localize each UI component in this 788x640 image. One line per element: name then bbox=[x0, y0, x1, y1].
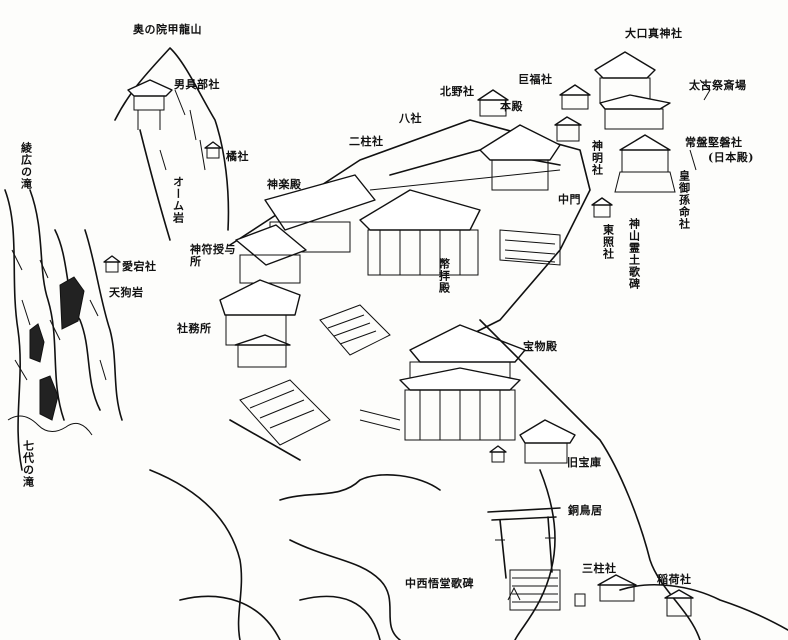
label-shinmei-shrine: 神明社 bbox=[590, 140, 604, 176]
label-shamusho: 社務所 bbox=[177, 322, 212, 335]
label-mihashira-shrine: 三柱社 bbox=[582, 562, 617, 575]
small-shrines-south bbox=[507, 574, 694, 617]
okunoin-mountain bbox=[114, 47, 230, 241]
label-haiden: 幣拝殿 bbox=[437, 258, 451, 294]
label-shinpu-office: 神符授与所 bbox=[190, 243, 236, 268]
atago-shrine bbox=[103, 255, 121, 273]
label-kagura-den: 神楽殿 bbox=[267, 178, 302, 191]
label-nihonden: (日本殿) bbox=[708, 151, 754, 164]
label-tachibana-shrine: 橘社 bbox=[226, 150, 249, 163]
label-tengu-rock: 天狗岩 bbox=[109, 286, 144, 299]
left-cliffs bbox=[4, 189, 123, 471]
label-inari-shrine: 稲荷社 bbox=[657, 573, 692, 586]
old-storehouse bbox=[489, 419, 576, 464]
label-atago-shrine: 愛宕社 bbox=[122, 260, 157, 273]
label-old-storehouse: 旧宝庫 bbox=[567, 456, 602, 469]
label-hachi-shrine: 八社 bbox=[399, 112, 422, 125]
label-honden: 本殿 bbox=[500, 100, 523, 113]
label-futomani-site: 太古祭斎場 bbox=[689, 79, 747, 92]
main-precinct bbox=[219, 119, 591, 461]
label-ookuchimakami-shrine: 大口真神社 bbox=[625, 27, 683, 40]
label-kitano-shrine: 北野社 bbox=[440, 85, 475, 98]
label-sumemima-shrine: 皇御孫命社 bbox=[677, 170, 691, 230]
approach-paths bbox=[149, 319, 788, 640]
label-oomu-rock: オーム岩 bbox=[171, 176, 185, 224]
label-kyofuku-shrine: 巨福社 bbox=[518, 73, 553, 86]
treasure-hall bbox=[359, 324, 526, 441]
label-tosho-shrine: 東照社 bbox=[601, 224, 615, 260]
label-treasure-hall: 宝物殿 bbox=[523, 340, 558, 353]
ne-shrines bbox=[477, 51, 711, 218]
label-kamiyama-poem-stone: 神山霊土歌碑 bbox=[627, 218, 641, 290]
label-ayahiro-falls: 綾広の滝 bbox=[19, 142, 33, 190]
label-chumon: 中門 bbox=[558, 193, 581, 206]
label-tokiwa-shrine: 常盤堅磐社 bbox=[685, 136, 743, 149]
label-nanayo-falls: 七代の滝 bbox=[21, 440, 35, 488]
label-futahashira-shrine: 二柱社 bbox=[349, 135, 384, 148]
label-otogubeya-shrine: 男具部社 bbox=[174, 78, 220, 91]
label-nakanishi-poem-stone: 中西悟堂歌碑 bbox=[405, 577, 474, 590]
copper-torii bbox=[487, 507, 561, 611]
label-copper-torii: 銅鳥居 bbox=[568, 504, 603, 517]
label-okunoin: 奥の院甲龍山 bbox=[133, 23, 202, 36]
